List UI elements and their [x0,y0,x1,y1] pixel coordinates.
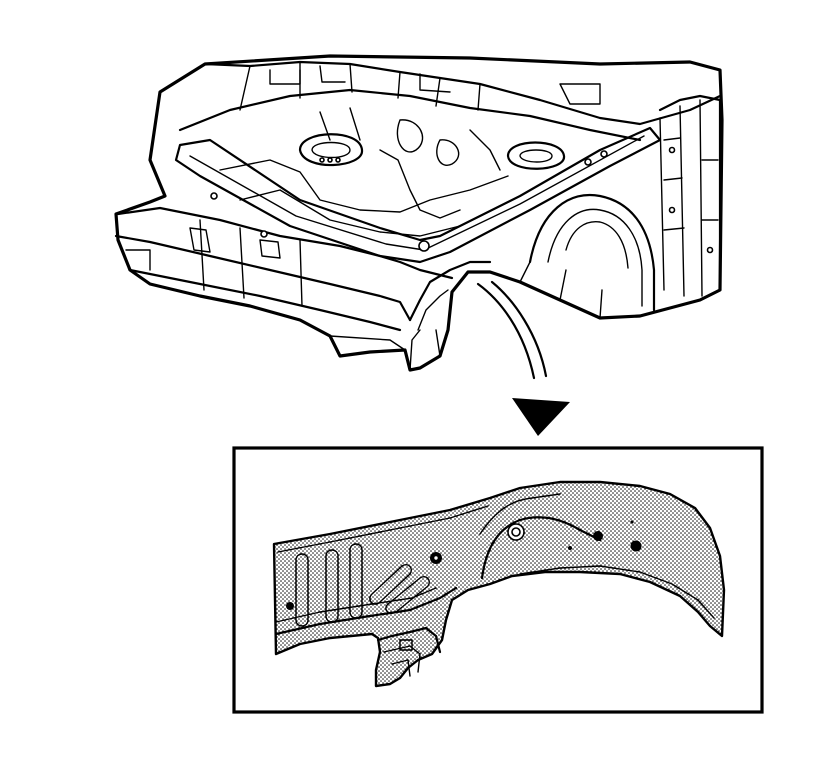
cowl-lower-edge [178,88,642,142]
highlighted-panel [272,480,726,688]
radiator-support [116,206,454,280]
wheelhouse-opening [528,193,656,312]
right-strut-tower [506,141,566,170]
left-strut-tower [298,133,364,167]
vehicle-front-structure [114,54,724,372]
cowl-panel [203,60,722,126]
detail-inset [232,446,764,714]
structure-outline [114,54,724,372]
callout-arrow [476,280,570,436]
